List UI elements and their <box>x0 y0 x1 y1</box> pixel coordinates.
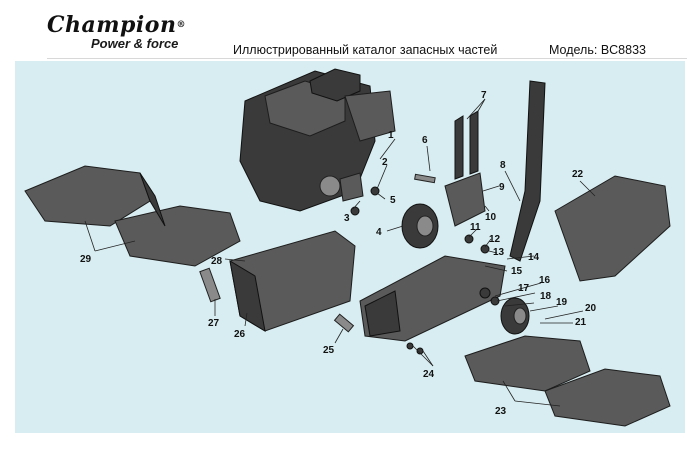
logo-main-text: Champion <box>47 12 177 38</box>
frame-26 <box>229 230 356 332</box>
callout-2: 2 <box>382 157 388 168</box>
callout-4: 4 <box>376 227 382 238</box>
base-frame-15 <box>359 255 506 342</box>
blade-8 <box>509 80 546 262</box>
callout-7: 7 <box>481 90 487 101</box>
catalog-header: Champion® Power & force Иллюстрированный… <box>0 0 700 60</box>
callout-13: 13 <box>493 247 505 258</box>
catalog-title: Иллюстрированный каталог запасных частей <box>233 43 498 57</box>
callout-25: 25 <box>323 345 335 356</box>
model-label: Модель: BC8833 <box>549 43 646 57</box>
pulley-19 <box>500 297 530 335</box>
foot-plate-23 <box>464 335 671 427</box>
callout-29: 29 <box>80 254 92 265</box>
callout-10: 10 <box>485 212 497 223</box>
callout-24: 24 <box>423 369 435 380</box>
exploded-diagram-svg: 1 2 3 4 5 6 7 8 9 10 11 12 13 14 15 16 1… <box>24 68 671 427</box>
callout-22: 22 <box>572 169 584 180</box>
callout-6: 6 <box>422 135 428 146</box>
callout-20: 20 <box>585 303 597 314</box>
cover-22 <box>554 175 671 282</box>
pulley-4 <box>401 203 439 249</box>
callout-26: 26 <box>234 329 246 340</box>
callout-21: 21 <box>575 317 587 328</box>
callout-labels: 1 2 3 4 5 6 7 8 9 10 11 12 13 14 15 16 1… <box>80 90 597 417</box>
leader-lines <box>84 98 596 407</box>
callout-23: 23 <box>495 406 507 417</box>
callout-16: 16 <box>539 275 551 286</box>
header-divider <box>47 58 687 59</box>
callout-11: 11 <box>470 222 481 233</box>
callout-14: 14 <box>528 252 540 263</box>
logo-registered-mark: ® <box>176 20 186 30</box>
exploded-diagram: 1 2 3 4 5 6 7 8 9 10 11 12 13 14 15 16 1… <box>15 61 685 433</box>
bracket-9 <box>444 110 486 227</box>
callout-17: 17 <box>518 283 530 294</box>
callout-8: 8 <box>500 160 506 171</box>
foot-plate-29 <box>24 165 241 267</box>
callout-27: 27 <box>208 318 220 329</box>
callout-5: 5 <box>390 195 396 206</box>
callout-12: 12 <box>489 234 501 245</box>
champion-logo: Champion® Power & force <box>47 14 186 52</box>
callout-18: 18 <box>540 291 552 302</box>
callout-15: 15 <box>511 266 523 277</box>
callout-19: 19 <box>556 297 568 308</box>
callout-1: 1 <box>388 130 394 141</box>
callout-3: 3 <box>344 213 350 224</box>
callout-9: 9 <box>499 182 505 193</box>
callout-28: 28 <box>211 256 223 267</box>
engine <box>239 68 396 212</box>
small-parts <box>199 173 500 355</box>
logo-tagline: Power & force <box>91 36 179 51</box>
